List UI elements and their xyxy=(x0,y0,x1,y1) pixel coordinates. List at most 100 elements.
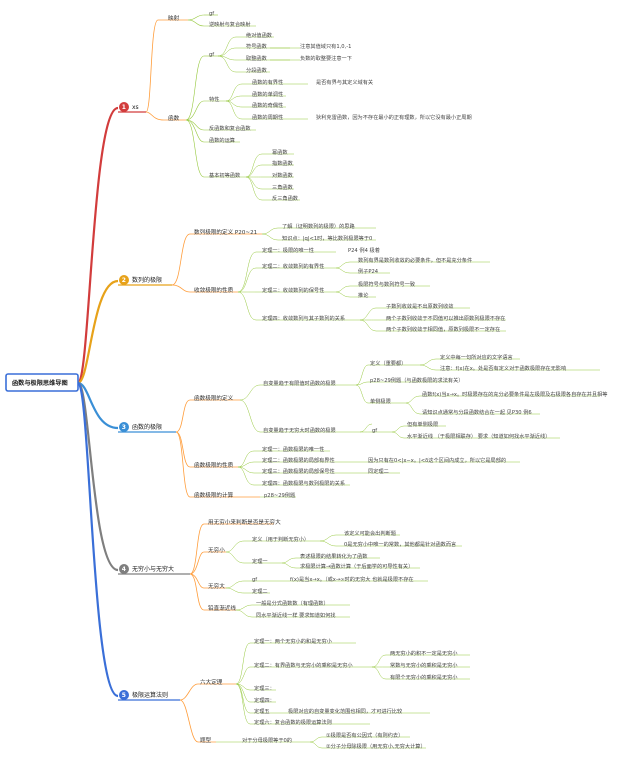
topic-label: 数列有界是数列收敛的必要条件，但不是充分条件 xyxy=(358,256,472,264)
topic-label: 定理三： xyxy=(254,684,275,692)
topic-label: 极限符号与数列符号一致 xyxy=(358,280,416,288)
topic-label: 定义（重要都） xyxy=(370,359,406,367)
topic-label: 有限个无穷小的乘积是无穷小 xyxy=(390,673,458,681)
topic-label: 两个子数列收敛于相同值，原数列极限不一定存在 xyxy=(386,325,500,333)
topic-label: 注意其值域只有1,0,-1 xyxy=(300,42,351,50)
branch-3[interactable]: 3 函数的极限 xyxy=(118,422,176,433)
topic-label: 函数极限的计算 xyxy=(194,491,234,499)
topic-label: 知识点：|q|<1时，等比数列极限等于0 xyxy=(282,234,372,242)
topic-label: gf xyxy=(372,428,377,434)
topic-label: 基本初等函数 xyxy=(209,171,241,179)
topic-label: 定理一：极限的唯一性 xyxy=(262,246,314,254)
branch-5[interactable]: 5 极限运算法则 xyxy=(118,690,180,701)
topic-label: 同定理二 xyxy=(368,467,389,475)
topic-label: f(x)是当x→x。（或x→∞时的无穷大 也就是极限不存在 xyxy=(290,575,414,583)
topic-label: 定理三：函数极限的局部保号性 xyxy=(262,467,335,475)
root-label: 函数与极限思维导图 xyxy=(12,379,68,387)
topic-label: 定理三：收敛数列的保号性 xyxy=(262,286,324,294)
topic-label: ①极限是否有公因式（有则约去） xyxy=(326,731,403,739)
topic-label: 自变量趋于无穷大时函数的极限 xyxy=(263,426,336,434)
topic-label: gf xyxy=(209,11,214,17)
topic-label: P24 例4 极着 xyxy=(348,246,380,254)
topic-label: 反三角函数 xyxy=(272,194,299,202)
topic-label: 水平渐近线 （于极限相联存） 要求（知道如何找水平渐近线） xyxy=(407,432,550,440)
topic-label: p28~29例题（与函数极限的求法有关） xyxy=(370,376,463,384)
topic-label: 函数的周期性 xyxy=(252,113,283,121)
topic-label: 特性 xyxy=(209,95,219,103)
topic-label: 逆映射与复合映射 xyxy=(209,20,251,28)
branch-2-label: 数列的极限 xyxy=(132,276,162,284)
topic-label: 单侧极限 xyxy=(370,397,391,405)
topic-label: 狄利克雷函数，因为不存在最小的正有理数，所以它没有最小正周期 xyxy=(316,113,472,121)
topic-label: 函数的运算 xyxy=(209,136,235,144)
topic-label: 定理五 xyxy=(254,707,270,715)
topic-label: 六大定理 xyxy=(200,678,223,686)
node-yingshe: 映射 xyxy=(168,14,180,22)
topic-label: 5 xyxy=(122,692,126,699)
topic-label: 一般是分式函数数（有理函数） xyxy=(256,599,329,607)
topic-label: 绝对值函数 xyxy=(246,31,273,39)
topic-label: 三角函数 xyxy=(272,183,294,191)
topic-label: 定理一：函数极限的唯一性 xyxy=(262,445,324,453)
topic-label: 函数极限的定义 xyxy=(194,394,234,402)
topic-label: 例子P24 xyxy=(358,267,379,275)
topic-label: 用无穷小来判断是否是无穷大 xyxy=(208,518,281,526)
topic-label: 函数的奇偶性 xyxy=(252,101,283,109)
branch-4[interactable]: 4 无穷小与无穷大 xyxy=(118,564,190,575)
root-node[interactable]: 函数与极限思维导图 xyxy=(5,373,79,392)
topic-label: 3 xyxy=(122,424,126,431)
topic-label: 定理二：收敛数列的有界性 xyxy=(262,262,324,270)
topic-label: 定理二：函数极限的局部有界性 xyxy=(262,456,335,464)
topic-label: 无穷小 xyxy=(208,546,225,554)
topic-label: 铅直渐近线 xyxy=(208,604,236,612)
topic-label: 但有单侧极限 xyxy=(407,420,438,428)
topic-label: 求极限计算→函数计算（于后面学的可导性有关） xyxy=(300,562,413,570)
topic-label: 幂函数 xyxy=(272,148,288,156)
branch-2[interactable]: 2 数列的极限 xyxy=(118,275,172,286)
topic-label: 符号函数 xyxy=(246,42,268,50)
topic-label: 定理一：两个无穷小的和是无穷小 xyxy=(254,637,333,645)
topic-label: 函数的单调性 xyxy=(252,90,283,98)
topic-label: 因为只有在0<|x−x。|<δ这个区间内成立，所以它是局部的 xyxy=(368,456,506,464)
branch-4-label: 无穷小与无穷大 xyxy=(132,565,174,573)
branch-1-label: xs xyxy=(132,104,139,111)
topic-label: 是否有界与其定义域有关 xyxy=(316,78,373,86)
topic-label: 函数极限的性质 xyxy=(194,461,234,469)
topic-label: 数列极限的定义 P20~21 xyxy=(194,228,258,236)
topic-label: 定理一 xyxy=(252,557,268,565)
topic-label: ②分子分母除极限（用无穷小,无穷大计算） xyxy=(326,742,426,750)
topic-label: 收敛极限的性质 xyxy=(194,286,234,294)
topic-label: p28~29例题 xyxy=(264,491,295,499)
topic-label: 定理二：有界函数与无穷小的乘积是无穷小 xyxy=(254,661,353,669)
topic-label: 0是无穷小中唯一的常数，其他都是针对函数而言 xyxy=(344,540,456,548)
topic-label: 无穷大 xyxy=(208,582,225,590)
topic-label: 定义（用于判断无穷小） xyxy=(252,535,309,543)
topic-label: 对于分母极限等于0的 xyxy=(242,736,292,744)
topic-label: 取整函数 xyxy=(246,54,268,62)
topic-label: 对数函数 xyxy=(272,171,294,179)
topic-label: 函数的有界性 xyxy=(252,78,283,86)
topic-label: gf xyxy=(209,52,214,58)
topic-label: gf xyxy=(252,577,257,583)
topic-label: 4 xyxy=(122,566,126,573)
topic-label: 表述极限的结果转化为了函数 xyxy=(300,552,368,560)
topic-label: 反函数和复合函数 xyxy=(209,124,251,132)
topic-label: 注意：f(x)在x。处是否有定义对于函数极限存在无影响 xyxy=(440,364,566,372)
topic-label: 同水平渐近线一样 要求知道如何找 xyxy=(256,611,336,619)
topic-label: 定理二 xyxy=(252,587,268,595)
topic-label: 子数列收敛是不出原数列收敛 xyxy=(386,302,453,310)
topic-label: 指数函数 xyxy=(272,159,294,167)
branch-1[interactable]: 1 xs xyxy=(118,102,146,113)
topic-label: 请知识点通常与分段函数结合在一起 见P30 例6 xyxy=(422,408,532,416)
topic-label: 2 xyxy=(122,277,126,284)
branch-3-label: 函数的极限 xyxy=(132,423,162,431)
topic-label: 1 xyxy=(122,104,126,111)
topic-label: 两无穷小的积不一定是无穷小 xyxy=(390,649,458,657)
topic-label: 定义中每一句所对应的文字语言 xyxy=(440,353,513,361)
topic-label: 定理四：收敛数列与其子数列的关系 xyxy=(262,314,345,322)
topic-label: 定理四：函数极限与数列极限的关系 xyxy=(262,479,345,487)
node-hanshu: 函数 xyxy=(168,114,180,122)
topic-label: 该定义可能会出判断题 xyxy=(344,529,396,537)
topic-label: 两个子数列收敛于不同值可以推出原数列极限不存在 xyxy=(386,314,505,322)
